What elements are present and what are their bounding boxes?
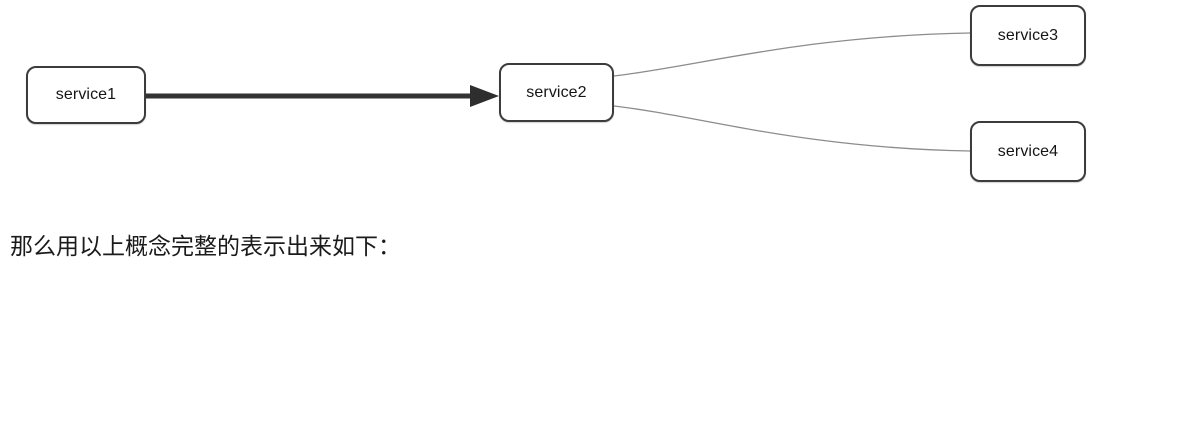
node-service3-label: service3 [997, 26, 1059, 44]
node-service3[interactable]: service3 [970, 5, 1086, 66]
caption-text: 那么用以上概念完整的表示出来如下： [10, 234, 401, 259]
edge-service2-to-service3 [613, 32, 971, 77]
diagram-edges [146, 32, 971, 152]
service-dependency-diagram: service1 service2 service3 service4 [0, 0, 1182, 210]
arrowhead-icon [470, 85, 499, 107]
node-service4[interactable]: service4 [970, 121, 1086, 182]
node-service1-label: service1 [55, 86, 117, 103]
node-service2[interactable]: service2 [499, 63, 614, 122]
node-service4-label: service4 [997, 142, 1059, 160]
edge-service1-to-service2 [146, 85, 499, 107]
node-service2-label: service2 [526, 83, 587, 101]
edge-service2-to-service4 [613, 105, 971, 152]
node-service1[interactable]: service1 [26, 66, 146, 124]
